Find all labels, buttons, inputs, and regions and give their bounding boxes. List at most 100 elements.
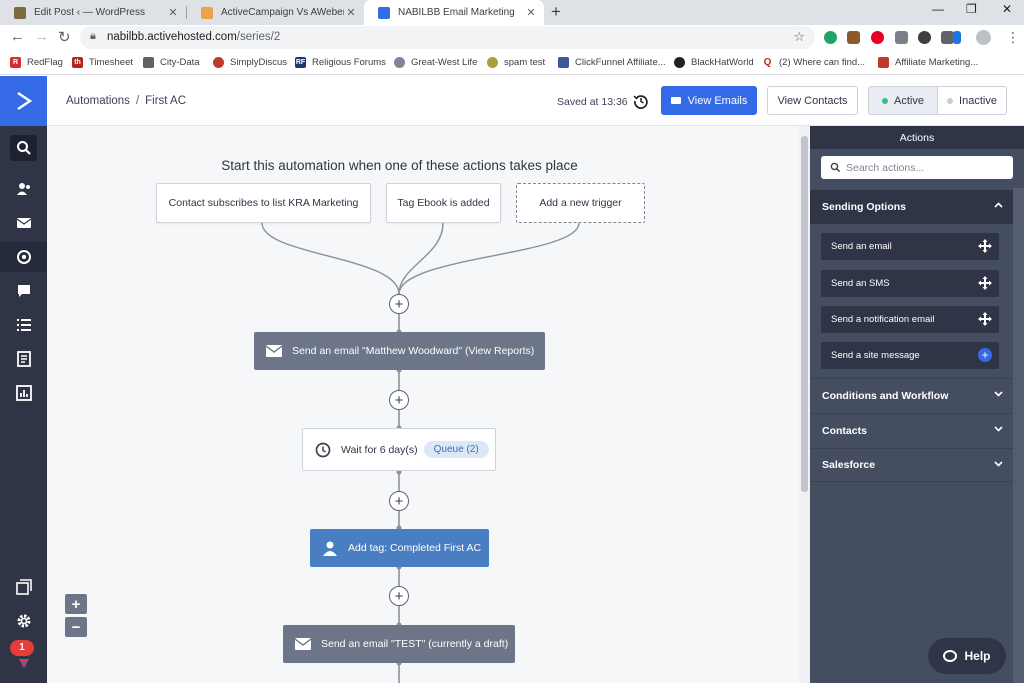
bookmark-clickfunnel[interactable]: ClickFunnel Affiliate... [558,57,666,68]
add-step-plus-button[interactable]: + [389,294,409,314]
close-window-icon[interactable]: ✕ [1002,2,1013,16]
search-actions-box[interactable] [821,156,1013,179]
grammarly-extension-icon[interactable] [824,31,837,44]
tab-close-icon[interactable]: ✕ [526,7,536,19]
action-send-email[interactable]: Send an email [821,233,999,260]
back-arrow-icon[interactable]: ← [10,28,25,45]
extension-icon[interactable] [847,31,860,44]
address-bar[interactable]: 🔒︎ nabilbb.activehosted.com/series/2 ☆ [80,26,815,49]
wait-step[interactable]: Wait for 6 day(s) Queue (2) [302,428,496,471]
add-step-plus-button[interactable]: + [389,390,409,410]
canvas-scroll-thumb[interactable] [801,136,808,492]
account-logo-icon[interactable] [0,653,47,673]
city-data-icon [143,57,154,68]
new-tab-plus-icon[interactable]: + [551,2,561,21]
contacts-icon[interactable] [0,174,47,204]
canvas-scrollbar[interactable] [799,126,810,683]
extension-icon[interactable] [895,31,908,44]
browser-tab-activecampaign-vs-aweber[interactable]: ActiveCampaign Vs AWeber - Wh ✕ [187,0,364,25]
profile-avatar[interactable] [976,30,991,45]
notification-badge[interactable]: 1 [10,640,34,656]
view-emails-button[interactable]: View Emails [661,86,757,115]
bookmark-blackhatworld[interactable]: BlackHatWorld [674,57,754,68]
bookmark-city-data[interactable]: City-Data [143,57,200,68]
zoom-out-button[interactable]: − [65,617,87,637]
add-step-plus-button[interactable]: + [389,491,409,511]
flask-favicon-icon [201,6,213,19]
breadcrumb-current: First AC [145,95,187,107]
history-icon[interactable] [633,93,649,109]
add-step-plus-button[interactable]: + [389,586,409,606]
activecampaign-favicon-icon [378,6,390,19]
drag-move-icon[interactable] [978,312,992,326]
bookmark-star-icon[interactable]: ☆ [793,29,805,44]
inactive-option[interactable]: Inactive [938,87,1006,114]
inactive-dot-icon [947,97,954,104]
conditions-workflow-section[interactable]: Conditions and Workflow [810,378,1013,412]
extension-icon[interactable] [953,31,961,44]
bookmark-great-west-life[interactable]: Great-West Life [394,57,477,68]
apps-icon[interactable] [0,572,47,602]
queue-badge[interactable]: Queue (2) [423,441,489,458]
settings-gear-icon[interactable] [0,606,47,636]
zoom-in-button[interactable]: + [65,594,87,614]
send-email-draft-step[interactable]: Send an email "TEST" (currently a draft) [283,625,515,663]
bookmark-spam-test[interactable]: spam test [487,57,545,68]
actions-title: Actions [810,126,1024,149]
extension-icon[interactable] [941,31,954,44]
add-new-trigger-button[interactable]: Add a new trigger [516,183,645,223]
bookmark-simplydiscus[interactable]: SimplyDiscus [213,57,287,68]
breadcrumb-automations-link[interactable]: Automations [66,95,130,107]
forward-arrow-icon[interactable]: → [34,28,49,45]
activecampaign-logo[interactable] [0,76,47,126]
action-send-notification-email[interactable]: Send a notification email [821,306,999,333]
pinterest-extension-icon[interactable] [871,31,884,44]
browser-tab-nabilbb[interactable]: NABILBB Email Marketing ✕ [364,0,544,25]
tab-close-icon[interactable]: ✕ [168,7,178,19]
trigger-list-subscribe[interactable]: Contact subscribes to list KRA Marketing [156,183,371,223]
conversations-icon[interactable] [0,276,47,306]
browser-tab-wordpress[interactable]: Edit Post ‹ — WordPress ✕ [0,0,186,25]
sending-options-section[interactable]: Sending Options [810,190,1013,224]
trigger-heading: Start this automation when one of these … [221,158,578,173]
contacts-section[interactable]: Contacts [810,413,1013,447]
timesheet-icon: th [72,57,83,68]
action-send-sms[interactable]: Send an SMS [821,270,999,297]
add-plus-icon[interactable]: + [978,348,992,362]
campaigns-mail-icon[interactable] [0,208,47,238]
active-option[interactable]: Active [869,87,938,114]
reload-icon[interactable]: ↻ [58,29,71,46]
tab-close-icon[interactable]: ✕ [346,7,356,19]
forms-icon[interactable] [0,344,47,374]
restore-window-icon[interactable]: ❐ [966,2,977,16]
salesforce-section[interactable]: Salesforce [810,448,1013,482]
workflow-connectors [261,222,580,683]
browser-toolbar: ← → ↻ 🔒︎ nabilbb.activehosted.com/series… [0,25,1024,52]
chat-bubble-icon [943,650,958,662]
automations-icon[interactable] [0,242,47,272]
send-email-step[interactable]: Send an email "Matthew Woodward" (View R… [254,332,545,370]
add-tag-step[interactable]: Add tag: Completed First AC [310,529,489,567]
help-button[interactable]: Help [928,638,1006,674]
actions-sidebar: Actions Sending Options Send an email Se… [810,126,1024,683]
automation-canvas[interactable]: Start this automation when one of these … [47,126,810,683]
view-contacts-button[interactable]: View Contacts [767,86,858,115]
search-extension-icon[interactable] [918,31,931,44]
bookmark-quora[interactable]: Q(2) Where can find... [762,57,866,68]
bookmark-affiliate-marketing[interactable]: Affiliate Marketing... [878,57,978,68]
reports-icon[interactable] [0,378,47,408]
browser-menu-icon[interactable]: ⋮ [1006,29,1020,45]
trigger-tag-added[interactable]: Tag Ebook is added [386,183,501,223]
spam-test-icon [487,57,498,68]
sidebar-scrollbar[interactable] [1013,188,1024,683]
minimize-window-icon[interactable]: — [932,2,944,16]
action-send-site-message[interactable]: Send a site message + [821,342,999,369]
drag-move-icon[interactable] [978,239,992,253]
search-actions-input[interactable] [846,161,1006,174]
drag-move-icon[interactable] [978,276,992,290]
search-icon[interactable] [10,135,37,161]
lists-icon[interactable] [0,310,47,340]
